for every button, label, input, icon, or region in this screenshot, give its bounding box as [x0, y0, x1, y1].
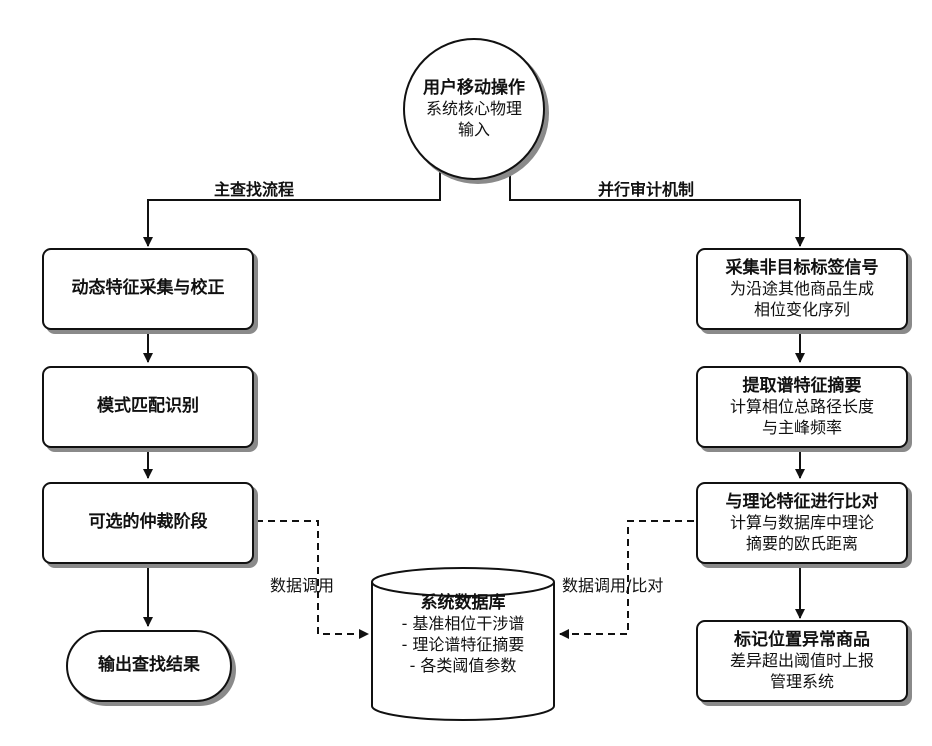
- start-line: 输入: [458, 120, 490, 140]
- step-pattern-matching: 模式匹配识别: [42, 366, 254, 448]
- step-arbitration: 可选的仲裁阶段: [42, 482, 254, 564]
- label-main-flow: 主查找流程: [214, 176, 294, 200]
- end-output-result: 输出查找结果: [66, 630, 232, 702]
- database-item: - 理论谱特征摘要: [370, 635, 556, 656]
- database-node: 系统数据库 - 基准相位干涉谱 - 理论谱特征摘要 - 各类阈值参数: [370, 592, 556, 676]
- start-line: 系统核心物理: [426, 99, 522, 119]
- step-feature-collection: 动态特征采集与校正: [42, 248, 254, 330]
- start-node: 用户移动操作 系统核心物理 输入: [403, 38, 545, 180]
- label-data-call: 数据调用: [270, 572, 334, 596]
- label-data-call-compare: 数据调用/比对: [562, 572, 663, 596]
- start-title: 用户移动操作: [423, 78, 525, 100]
- step-flag-anomaly: 标记位置异常商品 差异超出阈值时上报 管理系统: [696, 620, 908, 702]
- database-item: - 各类阈值参数: [370, 656, 556, 677]
- database-item: - 基准相位干涉谱: [370, 614, 556, 635]
- step-collect-signals: 采集非目标标签信号 为沿途其他商品生成 相位变化序列: [696, 248, 908, 330]
- step-extract-spectrum: 提取谱特征摘要 计算相位总路径长度 与主峰频率: [696, 366, 908, 448]
- label-audit: 并行审计机制: [598, 176, 694, 200]
- step-compare-theory: 与理论特征进行比对 计算与数据库中理论 摘要的欧氏距离: [696, 482, 908, 564]
- database-title: 系统数据库: [370, 592, 556, 614]
